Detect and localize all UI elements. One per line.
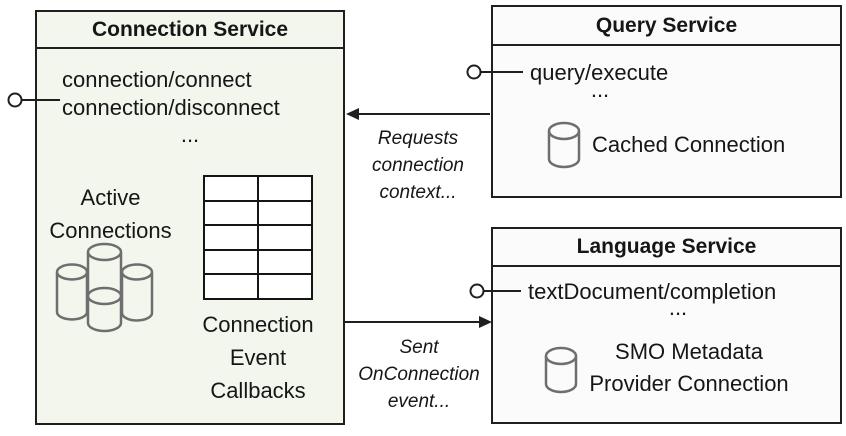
query-service-title: Query Service bbox=[493, 7, 840, 46]
requests-connection-arrow bbox=[346, 108, 490, 120]
method-query-execute: query/execute bbox=[530, 60, 669, 85]
query-service-box: Query Service bbox=[491, 5, 842, 198]
smo-metadata-cylinder-icon bbox=[544, 346, 578, 394]
cached-connection-cylinder-icon bbox=[547, 121, 581, 169]
active-connections-cylinders-icon bbox=[55, 242, 154, 333]
requests-connection-context-label: Requests connection context... bbox=[372, 128, 464, 203]
callbacks-table-icon bbox=[203, 175, 313, 300]
sent-onconnection-event-label: Sent OnConnection event... bbox=[358, 337, 480, 412]
language-methods-ellipsis: ... bbox=[668, 295, 688, 320]
connection-methods-ellipsis: ... bbox=[180, 122, 200, 147]
connection-service-title: Connection Service bbox=[37, 12, 343, 49]
connection-event-callbacks-label: Connection Event Callbacks bbox=[202, 312, 314, 403]
method-textdocument-completion: textDocument/completion bbox=[528, 279, 777, 304]
method-connection-connect: connection/connect bbox=[62, 67, 252, 92]
smo-metadata-provider-connection-label: SMO Metadata Provider Connection bbox=[589, 339, 789, 396]
active-connections-label: Active Connections bbox=[49, 185, 172, 243]
language-service-title: Language Service bbox=[493, 229, 840, 267]
query-methods-ellipsis: ... bbox=[590, 77, 610, 102]
sent-onconnection-arrow bbox=[345, 316, 492, 328]
method-connection-disconnect: connection/disconnect bbox=[62, 95, 280, 120]
language-service-box: Language Service bbox=[491, 227, 842, 424]
cached-connection-label: Cached Connection bbox=[592, 132, 786, 157]
